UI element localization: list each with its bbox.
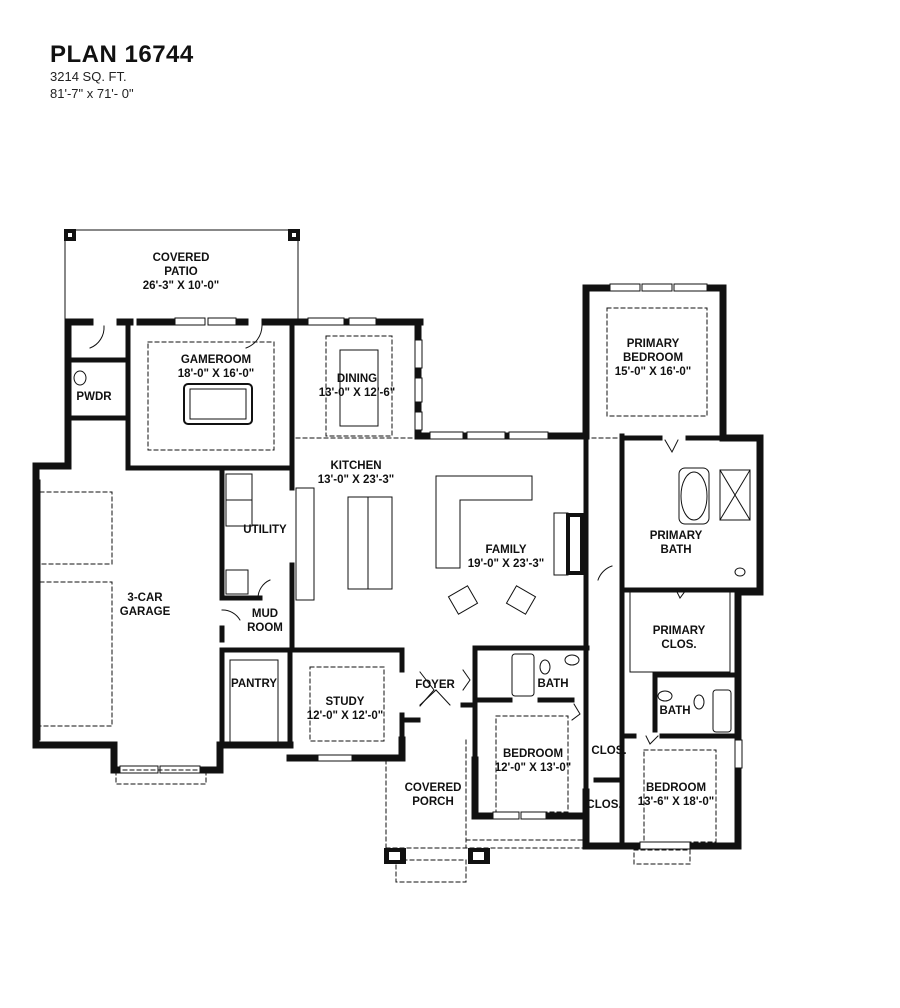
room-dining: DINING 13'-0" X 12'-6" [318, 373, 396, 399]
room-covered-patio: COVERED PATIO 26'-3" X 10'-0" [142, 252, 220, 292]
plan-header: PLAN 16744 3214 SQ. FT. 81'-7" x 71'- 0" [50, 42, 194, 102]
room-bedroom-2: BEDROOM 13'-6" X 18'-0" [637, 782, 715, 808]
room-mud-room: MUD ROOM [247, 608, 283, 634]
room-primary-bedroom: PRIMARY BEDROOM 15'-0" X 16'-0" [614, 338, 692, 378]
patio-posts [64, 229, 300, 241]
room-closet-1: CLOS. [591, 745, 627, 757]
room-covered-porch: COVERED PORCH [404, 782, 462, 808]
plan-area: 3214 SQ. FT. [50, 69, 127, 84]
room-bath-2: BATH [659, 705, 691, 717]
room-kitchen: KITCHEN 13'-0" X 23'-3" [317, 460, 395, 486]
room-closet-2: CLOS. [586, 799, 622, 811]
room-gameroom: GAMEROOM 18'-0" X 16'-0" [177, 354, 255, 380]
room-pantry: PANTRY [231, 678, 277, 690]
door-swings [89, 325, 687, 745]
room-pwdr: PWDR [76, 391, 112, 403]
room-utility: UTILITY [243, 524, 287, 536]
room-study: STUDY 12'-0" X 12'-0" [306, 696, 384, 722]
interior-walls [69, 319, 763, 849]
covered-patio-outline [64, 229, 299, 319]
plan-dimensions: 81'-7" x 71'- 0" [50, 86, 134, 101]
room-bath-1: BATH [537, 678, 569, 690]
room-bedroom-1: BEDROOM 12'-0" X 13'-0" [494, 748, 572, 774]
room-primary-closet: PRIMARY CLOS. [652, 625, 706, 651]
room-garage: 3-CAR GARAGE [119, 592, 171, 618]
room-family: FAMILY 19'-0" X 23'-3" [467, 544, 545, 570]
room-primary-bath: PRIMARY BATH [649, 530, 703, 556]
fixtures [73, 349, 751, 743]
room-foyer: FOYER [415, 679, 455, 691]
plan-title: PLAN 16744 [50, 41, 194, 68]
